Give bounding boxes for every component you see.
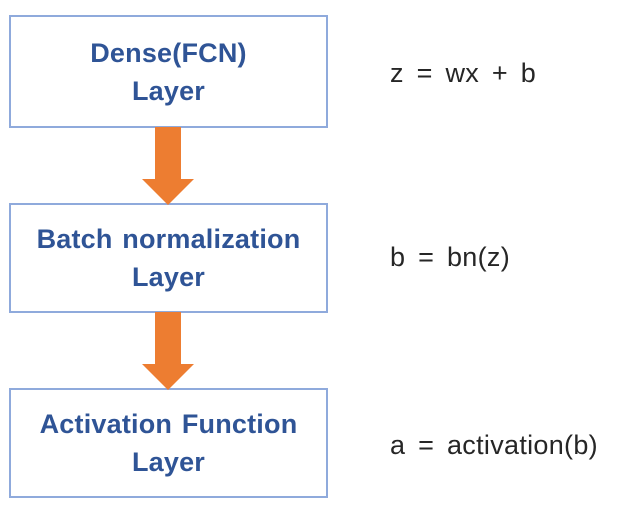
node-batchnorm-label-line1: Batch normalization	[36, 224, 301, 254]
node-batchnorm-layer: Batch normalization Layer	[9, 203, 328, 313]
down-arrow-icon	[142, 312, 194, 390]
node-activation-label-line1: Activation Function	[39, 409, 298, 439]
down-arrow-icon	[142, 127, 194, 205]
node-activation-label-line2: Layer	[131, 447, 206, 477]
node-dense-layer: Dense(FCN) Layer	[9, 15, 328, 128]
node-dense-label-line2: Layer	[131, 75, 206, 106]
node-activation-layer: Activation Function Layer	[9, 388, 328, 498]
node-batchnorm-label-line2: Layer	[131, 262, 206, 292]
equation-dense: z = wx + b	[390, 58, 537, 88]
equation-activation: a = activation(b)	[390, 430, 598, 460]
node-dense-label-line1: Dense(FCN)	[90, 37, 247, 68]
equation-batchnorm: b = bn(z)	[390, 242, 511, 272]
